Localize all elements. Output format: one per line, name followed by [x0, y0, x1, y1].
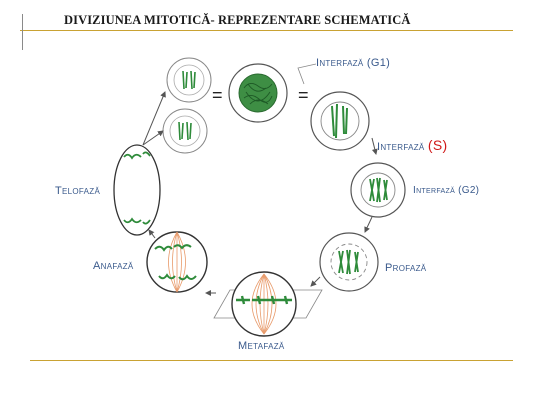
label-anafaza: Anafază — [93, 260, 134, 272]
label-interfaza-s: Interfază (S) — [377, 137, 447, 153]
label-interfaza-s-letter: (S) — [427, 137, 448, 153]
label-telofaza: Telofază — [55, 185, 101, 197]
label-interfaza-s-text: Interfază — [377, 141, 428, 153]
cell-interfaza-g2 — [350, 162, 406, 218]
cell-telofaza — [113, 144, 161, 236]
cell-anafaza — [146, 231, 208, 293]
cell-interfaza-g1 — [310, 91, 370, 151]
central-nucleus-cell — [228, 63, 288, 123]
bottom-rule — [30, 360, 513, 361]
cell-profaza — [319, 232, 379, 292]
diagram-title: DIVIZIUNEA MITOTICĂ- REPREZENTARE SCHEMA… — [64, 13, 411, 27]
left-rule — [22, 14, 23, 50]
label-interfaza-g2: Interfază (G2) — [413, 185, 480, 196]
equals-right: = — [298, 85, 309, 105]
equals-left: = — [212, 85, 223, 105]
daughter-cell-top — [166, 57, 212, 103]
cell-metafaza — [213, 271, 323, 337]
top-rule — [20, 30, 513, 31]
label-metafaza: Metafază — [238, 340, 285, 352]
label-profaza: Profază — [385, 262, 427, 274]
label-interfaza-g1: Interfază (G1) — [316, 57, 391, 69]
cycle-arrows — [142, 91, 378, 296]
daughter-cell-bottom — [162, 108, 208, 154]
